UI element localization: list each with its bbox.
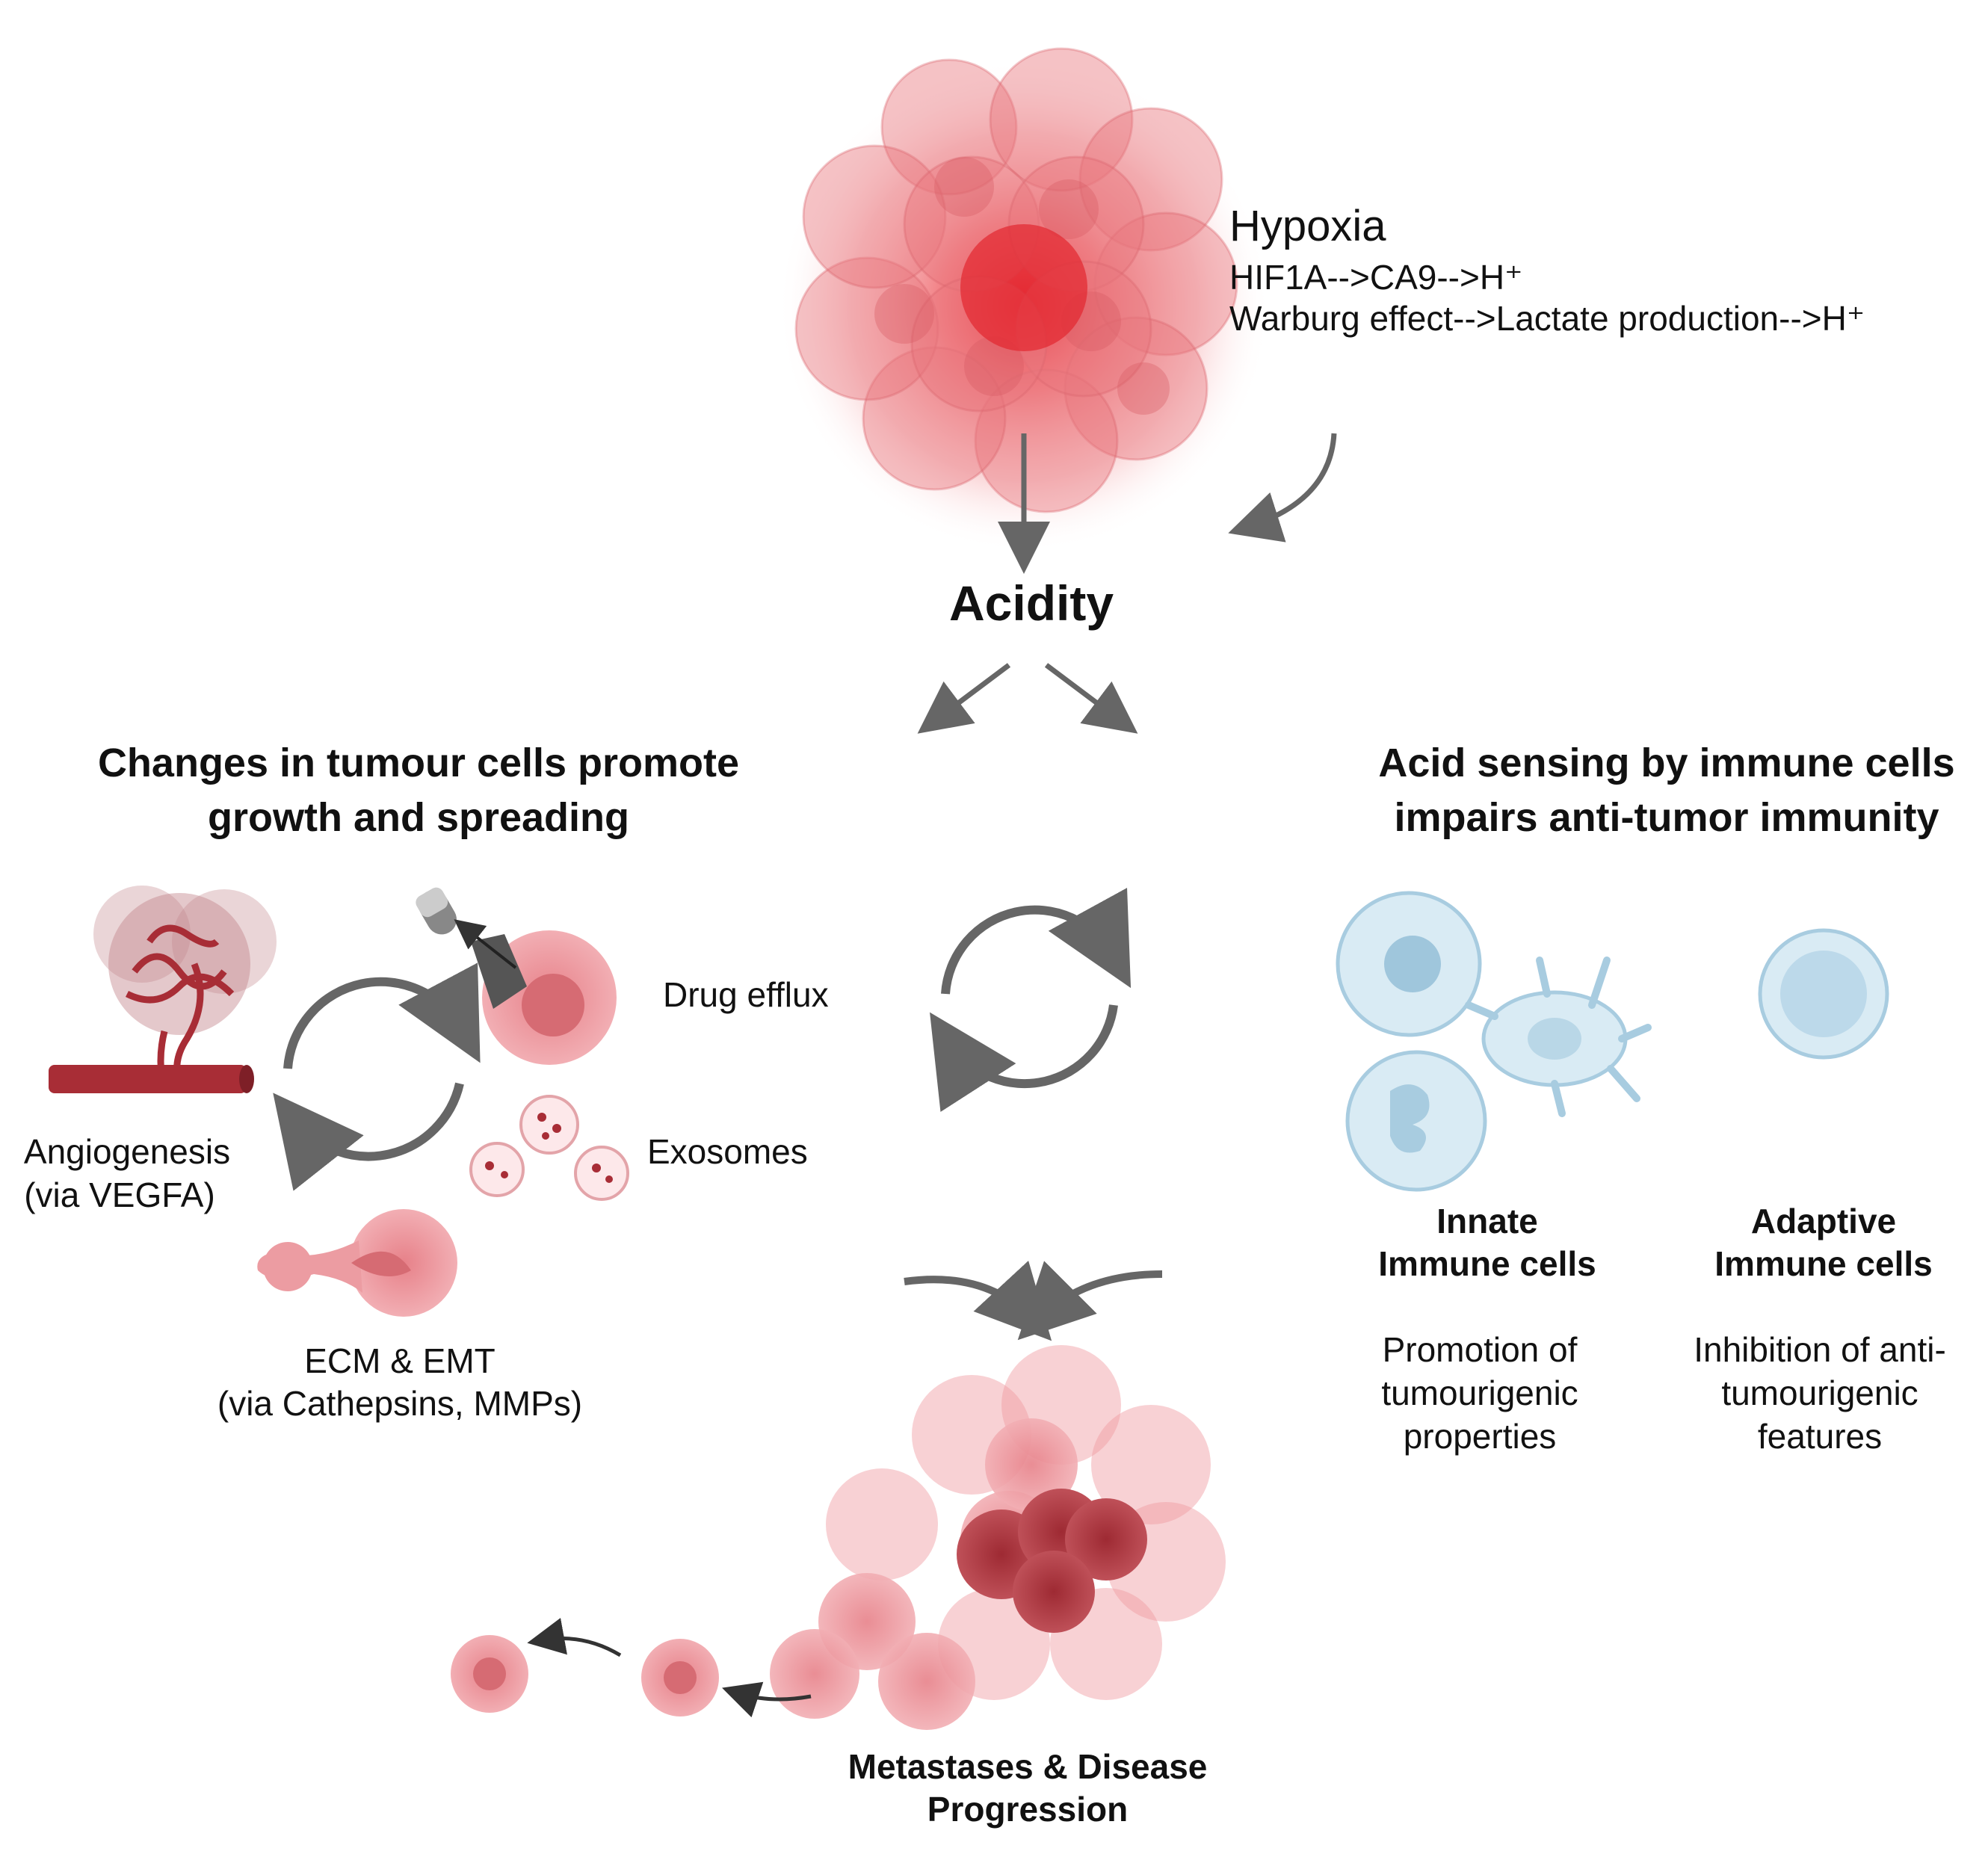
hypoxia-title: Hypoxia <box>1229 202 1386 250</box>
exosomes-label: Exosomes <box>647 1132 808 1171</box>
hypoxia-line-2: Warburg effect-->Lactate production-->H⁺ <box>1229 299 1865 338</box>
arrow-acidity-left <box>917 663 1011 734</box>
metastases-label-2: Progression <box>927 1790 1129 1829</box>
adaptive-desc-3: features <box>1757 1417 1883 1456</box>
ecm-emt-label: ECM & EMT <box>304 1341 496 1380</box>
drug-efflux-label: Drug efflux <box>663 975 829 1014</box>
center-cycle-arrows <box>929 888 1132 1113</box>
adaptive-immune-cell-icon <box>1758 928 1889 1060</box>
right-heading-line-2: impairs anti-tumor immunity <box>1394 795 1939 840</box>
arrow-left-to-metastases <box>904 1260 1052 1341</box>
arrow-escape-2 <box>527 1618 622 1657</box>
angiogenesis-sublabel: (via VEGFA) <box>24 1175 215 1214</box>
innate-desc-3: properties <box>1403 1417 1557 1456</box>
angiogenesis-label: Angiogenesis <box>23 1132 231 1171</box>
angiogenesis-icon <box>49 886 277 1093</box>
right-heading-line-1: Acid sensing by immune cells <box>1378 741 1955 785</box>
adaptive-label-2: Immune cells <box>1714 1244 1933 1283</box>
innate-desc-1: Promotion of <box>1382 1330 1578 1369</box>
ecm-emt-sublabel: (via Cathepsins, MMPs) <box>217 1384 583 1423</box>
acidity-label: Acidity <box>949 575 1114 631</box>
left-cycle-arrows <box>273 962 481 1191</box>
arrow-acidity-right <box>1044 663 1138 734</box>
innate-immune-cells-icon <box>1336 891 1652 1192</box>
arrow-right-to-metastases <box>1017 1261 1163 1341</box>
hypoxic-tumor <box>777 47 1271 553</box>
innate-label-2: Immune cells <box>1378 1244 1596 1283</box>
adaptive-desc-1: Inhibition of anti- <box>1694 1330 1946 1369</box>
drug-efflux-icon <box>416 887 617 1065</box>
emt-cell-icon <box>257 1209 457 1317</box>
metastatic-tumor-cluster <box>451 1345 1226 1730</box>
innate-label-1: Innate <box>1436 1202 1538 1240</box>
hypoxia-line-1: HIF1A-->CA9-->H⁺ <box>1229 258 1523 297</box>
adaptive-label-1: Adaptive <box>1750 1202 1897 1240</box>
exosomes-icon <box>469 1095 629 1201</box>
left-heading-line-2: growth and spreading <box>207 795 630 840</box>
arrow-escape-1 <box>722 1681 812 1718</box>
metastases-label-1: Metastases & Disease <box>848 1747 1208 1786</box>
arrow-hypoxia-to-acidity <box>1228 433 1337 543</box>
adaptive-desc-2: tumourigenic <box>1721 1373 1918 1412</box>
innate-desc-2: tumourigenic <box>1381 1373 1578 1412</box>
left-heading-line-1: Changes in tumour cells promote <box>97 741 740 785</box>
